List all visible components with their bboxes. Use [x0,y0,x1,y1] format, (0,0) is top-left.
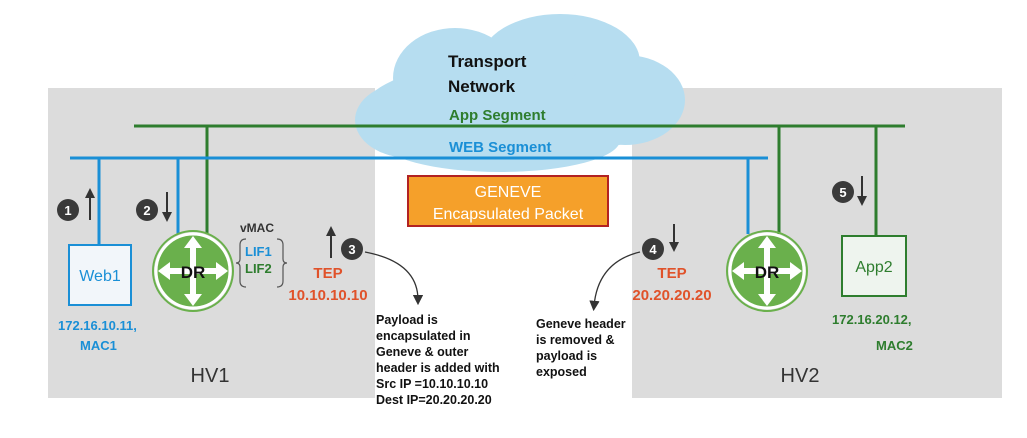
hv2-tep-ip: 20.20.20.20 [632,287,711,304]
step-1-number: 1 [64,203,71,218]
hv1-label: HV1 [191,365,230,387]
hv2-label: HV2 [781,365,820,387]
vmac-label: vMAC [240,221,274,235]
geneve-line2: Encapsulated Packet [433,206,584,223]
step-4-numbered-circle-icon [642,238,664,260]
cloud-title-line1: Transport [448,52,527,71]
hv2-panel [632,88,1002,398]
lif2-label: LIF2 [245,261,272,276]
hv1-tep-label: TEP [313,265,342,282]
app2-ip: 172.16.20.12, [832,312,912,327]
step-4-note-line: is removed & [536,333,615,347]
step-2-number: 2 [143,203,150,218]
step-4-note-line: payload is [536,349,597,363]
step-3-curve-arrow [364,251,424,306]
app2-vm-box[interactable] [841,235,907,297]
web-segment-label: WEB Segment [449,139,552,156]
hv2-router-arrows-icon[interactable] [726,230,808,312]
web1-mac: MAC1 [80,338,117,353]
web1-vm-label: Web1 [79,268,121,285]
geneve-packet-box [407,175,609,227]
step-3-note-line: header is added with [376,361,500,375]
step-3-note-line: Dest IP=20.20.20.20 [376,393,492,407]
lif-bracket-left [235,238,247,288]
step-3-note-line: Geneve & outer [376,345,469,359]
step-2-numbered-circle-icon [136,199,158,221]
step-3-note: Payload is encapsulated in Geneve & oute… [376,313,500,407]
web1-vm-box[interactable] [68,244,132,306]
step-4-arrow-down-icon [669,224,679,252]
lif-bracket-right [276,238,288,288]
app-segment-label: App Segment [449,107,546,124]
step-4-note-line: Geneve header [536,317,626,331]
cloud-title-line2: Network [448,77,516,96]
step-4-curve-arrow [589,251,641,312]
step-4-note: Geneve header is removed & payload is ex… [536,317,626,379]
geneve-line1: GENEVE [475,184,542,201]
hv2-router-label: DR [755,263,780,282]
step-3-number: 3 [348,242,355,257]
hv1-router-label: DR [181,263,206,282]
step-4-note-line: exposed [536,365,587,379]
step-3-note-line: Payload is [376,313,438,327]
cloud-icon [355,14,685,172]
step-1-arrow-up-icon [85,188,95,220]
step-2-arrow-down-icon [162,192,172,222]
lif1-label: LIF1 [245,244,272,259]
step-5-arrow-down-icon [857,176,867,206]
step-3-numbered-circle-icon [341,238,363,260]
app-segment-line [134,124,905,236]
app2-vm-label: App2 [855,259,892,276]
step-5-number: 5 [839,185,846,200]
step-1-numbered-circle-icon [57,199,79,221]
step-3-note-line: encapsulated in [376,329,470,343]
hv1-router-arrows-icon[interactable] [152,230,234,312]
step-3-note-line: Src IP =10.10.10.10 [376,377,488,391]
web-segment-line [70,156,768,245]
web1-ip: 172.16.10.11, [58,318,137,333]
app2-mac: MAC2 [876,338,913,353]
hv1-tep-ip: 10.10.10.10 [288,287,367,304]
step-3-arrow-up-icon [326,226,336,258]
step-4-number: 4 [649,242,657,257]
step-5-numbered-circle-icon [832,181,854,203]
hv2-tep-label: TEP [657,265,686,282]
